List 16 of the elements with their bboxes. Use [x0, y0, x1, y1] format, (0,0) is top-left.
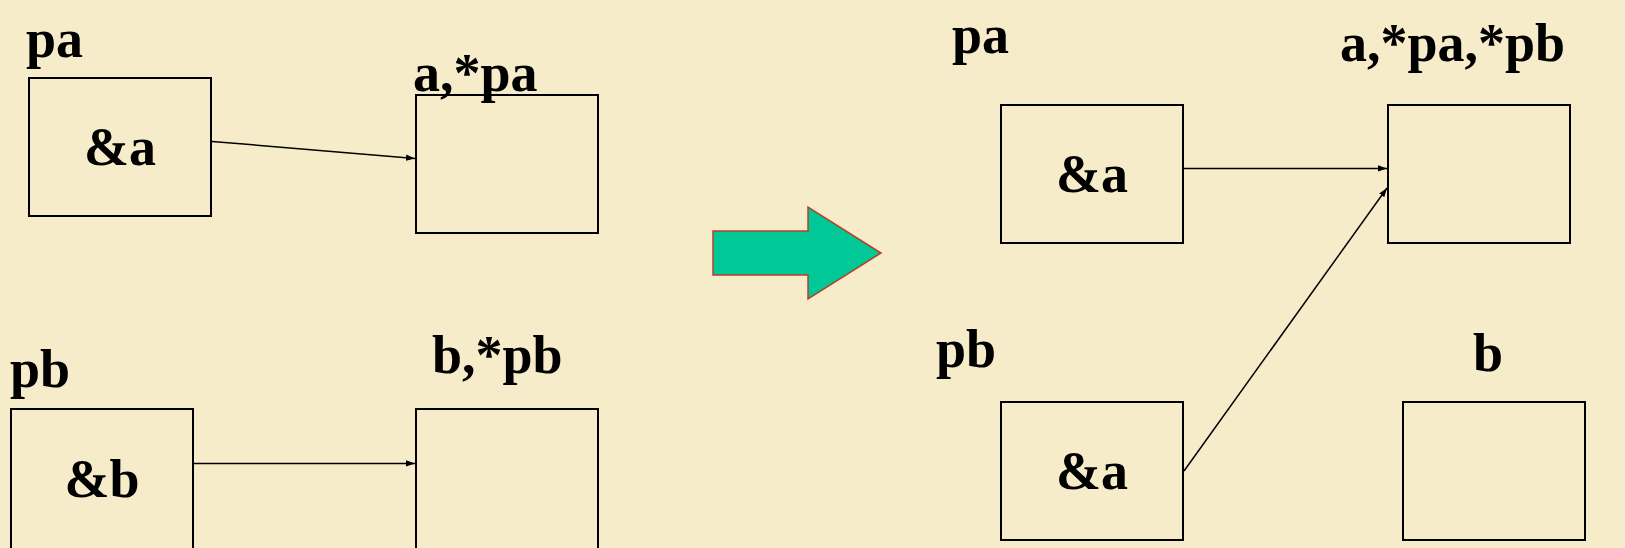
rectangle-box	[1000, 401, 1184, 541]
arrow	[193, 460, 416, 467]
address-value: &b	[64, 452, 140, 506]
variable-label: b	[1473, 326, 1504, 380]
arrow	[1183, 165, 1388, 172]
rectangle-box	[415, 408, 599, 548]
rectangle-box	[1387, 104, 1571, 244]
arrow	[211, 140, 416, 161]
address-value: &a	[84, 120, 156, 174]
rectangle-box	[1402, 401, 1586, 541]
rectangle-box	[28, 77, 212, 217]
rectangle-box	[10, 408, 194, 548]
address-value: &a	[1056, 147, 1128, 201]
address-value: &a	[1056, 444, 1128, 498]
rectangle-box	[1000, 104, 1184, 244]
arrow	[1183, 187, 1388, 472]
